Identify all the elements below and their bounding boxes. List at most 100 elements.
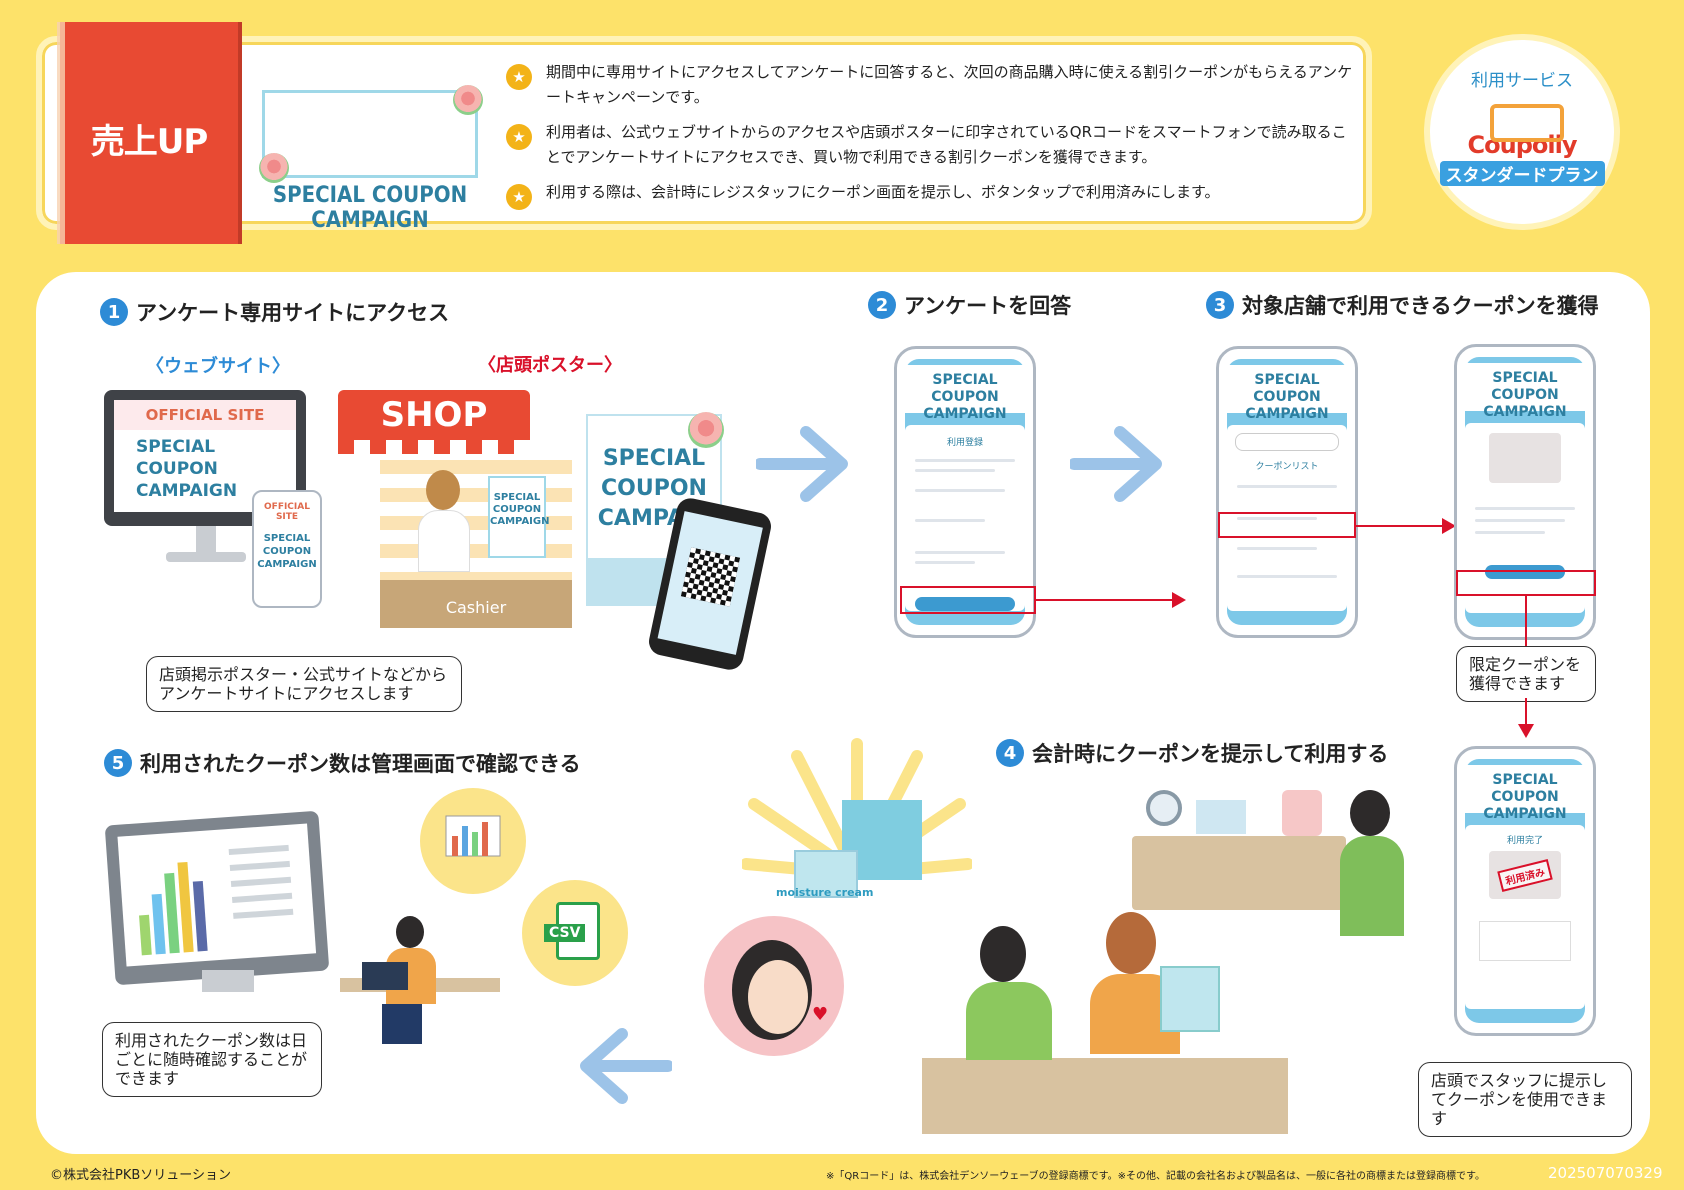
campaign-card: SPECIAL COUPON CAMPAIGN [259,85,483,233]
phone-coupon-title: SPECIAL COUPON CAMPAIGN [905,365,1025,422]
phone-heading: クーポンリスト [1255,462,1319,472]
star-icon: ★ [506,124,532,150]
smartphone: OFFICIAL SITE SPECIAL COUPON CAMPAIGN [252,490,322,608]
step-number: 3 [1206,291,1234,319]
service-label: 利用サービス [1471,71,1573,91]
phone-heading: 利用登録 [946,438,983,448]
shopping-bag [1160,966,1220,1032]
red-connector [1525,698,1527,726]
monitor-screen: OFFICIAL SITE SPECIAL COUPON CAMPAIGN [114,400,296,512]
red-arrow-icon [1518,724,1534,738]
step-number: 5 [104,749,132,777]
coupon-detail-phone: SPECIAL COUPON CAMPAIGN [1454,344,1596,640]
phone-coupon-title: SPECIAL COUPON CAMPAIGN [1465,765,1585,822]
service-badge: 利用サービス Coupolly スタンダードプラン [1424,34,1620,230]
csv-bubble: CSV [522,880,628,986]
cashier-counter: Cashier [380,580,572,628]
bullet-item: ★ 利用者は、公式ウェブサイトからのアクセスや店頭ポスターに印字されているQRコー… [506,120,1356,170]
shop-mini-poster: SPECIAL COUPON CAMPAIGN [488,476,549,558]
bar-chart-icon [139,844,294,956]
mobile-coupon-text: SPECIAL COUPON CAMPAIGN [257,533,317,570]
arrow-right-icon [756,426,848,502]
step-number: 2 [868,291,896,319]
phone-coupon-title: SPECIAL COUPON CAMPAIGN [1465,363,1585,420]
website-label: 〈ウェブサイト〉 [146,356,290,377]
step-3-title: 3 対象店舗で利用できるクーポンを獲得 [1206,290,1599,320]
highlight-box [900,586,1036,614]
shop-awning [338,440,530,454]
red-arrow-icon [1442,518,1456,534]
staff-figure [1080,912,1190,1060]
used-coupon-phone: SPECIAL COUPON CAMPAIGN 利用完了 利用済み [1454,746,1596,1036]
mirror-icon [1146,790,1182,826]
shop-clerk-figure [414,470,474,580]
store-search-input[interactable] [1235,433,1339,451]
phone-heading: 利用完了 [1506,836,1543,846]
monitor-coupon-text: SPECIAL COUPON CAMPAIGN [136,437,238,501]
ticket-icon [1490,104,1564,142]
step-title-text: 会計時にクーポンを提示して利用する [1032,742,1389,766]
step-title-text: アンケートを回答 [904,294,1072,318]
bullet-text: 利用する際は、会計時にレジスタッフにクーポン画面を提示し、ボタンタップで利用済み… [546,183,1220,201]
bar-chart-icon [445,815,501,857]
laptop-icon [362,962,408,990]
step-title-text: 対象店舗で利用できるクーポンを獲得 [1242,294,1599,318]
ribbon-label: 売上UP [90,122,209,162]
red-connector [1036,599,1174,601]
official-site-banner: OFFICIAL SITE [114,400,296,430]
mobile-official-site: OFFICIAL SITE [264,502,310,522]
arrow-left-icon [580,1028,672,1104]
customer-figure [950,926,1070,1062]
agree-button[interactable] [915,597,1015,611]
coupon-list-phone: SPECIAL COUPON CAMPAIGN クーポンリスト [1216,346,1358,638]
qr-code-icon [680,547,741,607]
bullet-item: ★ 期間中に専用サイトにアクセスしてアンケートに回答すると、次回の商品購入時に使え… [506,60,1356,110]
document-code: 202507070329 [1548,1164,1663,1182]
count-bubble: 利用されたクーポン数は日ごとに随時確認することができます [102,1022,322,1097]
admin-screen [117,823,317,967]
checkout-counter [922,1058,1288,1134]
flower-icon [259,153,289,183]
happy-customer-portrait: ♥ [704,916,844,1056]
usage-code-box [1479,921,1571,961]
flower-icon [453,85,483,115]
use-button[interactable] [1485,565,1565,579]
copyright: ©株式会社PKBソリューション [50,1168,232,1183]
desktop-monitor: OFFICIAL SITE SPECIAL COUPON CAMPAIGN [104,390,306,526]
arrow-right-icon [1070,426,1162,502]
survey-phone: SPECIAL COUPON CAMPAIGN 利用登録 [894,346,1036,638]
trademark-note: ※「QRコード」は、株式会社デンソーウェーブの登録商標です。※その他、記載の会社… [826,1171,1485,1182]
access-bubble: 店頭掲示ポスター・公式サイトなどからアンケートサイトにアクセスします [146,656,462,712]
step-2-title: 2 アンケートを回答 [868,290,1071,320]
sales-up-ribbon: 売上UP [57,22,238,244]
bullet-text: 利用者は、公式ウェブサイトからのアクセスや店頭ポスターに印字されているQRコード… [546,123,1347,166]
red-arrow-icon [1172,592,1186,608]
bottles [1196,800,1246,834]
moisture-cream-label: moisture cream [776,886,874,899]
star-icon: ★ [506,64,532,90]
step-number: 4 [996,739,1024,767]
phone-coupon-title: SPECIAL COUPON CAMPAIGN [1227,365,1347,422]
csv-label: CSV [544,924,586,942]
shop-sign: SHOP [338,390,530,440]
campaign-card-text: SPECIAL COUPON CAMPAIGN [272,182,468,234]
red-connector [1525,596,1527,648]
service-logo: Coupolly [1467,131,1578,159]
chart-bubble [420,788,526,894]
step-4-title: 4 会計時にクーポンを提示して利用する [996,738,1388,768]
header-panel [36,36,1372,230]
bullet-item: ★ 利用する際は、会計時にレジスタッフにクーポン画面を提示し、ボタンタップで利用済… [506,180,1356,210]
poster-label: 〈店頭ポスター〉 [478,355,622,376]
lotion-bottles [1282,790,1322,836]
star-icon: ★ [506,184,532,210]
flower-icon [688,412,724,448]
bullet-text: 期間中に専用サイトにアクセスしてアンケートに回答すると、次回の商品購入時に使える… [546,63,1353,106]
present-bubble: 店頭でスタッフに提示してクーポンを使用できます [1418,1062,1632,1137]
heart-icon: ♥ [812,1004,829,1025]
header-bullets: ★ 期間中に専用サイトにアクセスしてアンケートに回答すると、次回の商品購入時に使え… [506,60,1356,220]
step-title-text: 利用されたクーポン数は管理画面で確認できる [140,752,581,776]
admin-monitor-stand [202,970,254,992]
red-connector [1356,525,1444,527]
product-image [1489,433,1561,483]
